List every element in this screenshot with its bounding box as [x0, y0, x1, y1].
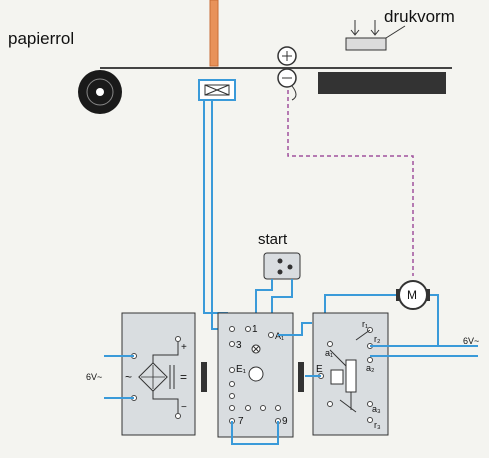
- connector-right: [298, 362, 304, 392]
- paper-roll-label: papierrol: [8, 29, 74, 48]
- ink-block: [318, 72, 446, 94]
- supply-left-wires: [104, 355, 134, 399]
- motor-label: M: [407, 288, 417, 302]
- paper-roll: [78, 70, 122, 114]
- timer-bottom-wire: [231, 421, 279, 445]
- power-supply-module: [121, 312, 196, 436]
- heating-rod: [209, 0, 219, 67]
- print-form-leader: [385, 25, 406, 39]
- terminal-r2: r₂: [374, 334, 381, 344]
- terminal-7: 7: [238, 416, 244, 427]
- minus-label: −: [181, 402, 187, 413]
- transport-rollers: [277, 46, 297, 101]
- sensor-wire-outer: [203, 100, 228, 314]
- motor: [396, 280, 430, 310]
- ac-symbol: ~: [125, 370, 132, 384]
- start-button[interactable]: [263, 252, 301, 280]
- print-form-plate: [345, 37, 387, 51]
- print-form-label: drukvorm: [384, 7, 455, 26]
- terminal-a3: a₃: [372, 404, 381, 414]
- terminal-r1: r₁: [362, 319, 368, 329]
- terminal-r3: r₃: [374, 420, 381, 430]
- terminal-a2: a₂: [366, 363, 375, 373]
- timer-module: [217, 312, 294, 438]
- supply-right-wires: [370, 345, 478, 357]
- motor-drive-line: [287, 90, 414, 276]
- terminal-9: 9: [282, 416, 288, 427]
- connector-left: [201, 362, 207, 392]
- terminal-a1-relay: a₁: [325, 348, 333, 358]
- supply-right-label: 6V~: [463, 336, 479, 346]
- plus-label: +: [181, 342, 187, 353]
- dc-symbol: =: [180, 370, 187, 384]
- sensor-head: [198, 79, 236, 101]
- relay-module: [312, 312, 389, 436]
- print-form-arrows: [350, 20, 380, 36]
- terminal-3: 3: [236, 340, 242, 351]
- terminal-e1: E₁: [236, 364, 247, 375]
- terminal-e: E: [316, 364, 323, 375]
- start-label: start: [258, 231, 288, 248]
- supply-left-label: 6V~: [86, 372, 102, 382]
- terminal-1: 1: [252, 324, 258, 335]
- timer-to-relay-wire: [278, 322, 312, 336]
- sensor-wire-inner: [211, 100, 228, 330]
